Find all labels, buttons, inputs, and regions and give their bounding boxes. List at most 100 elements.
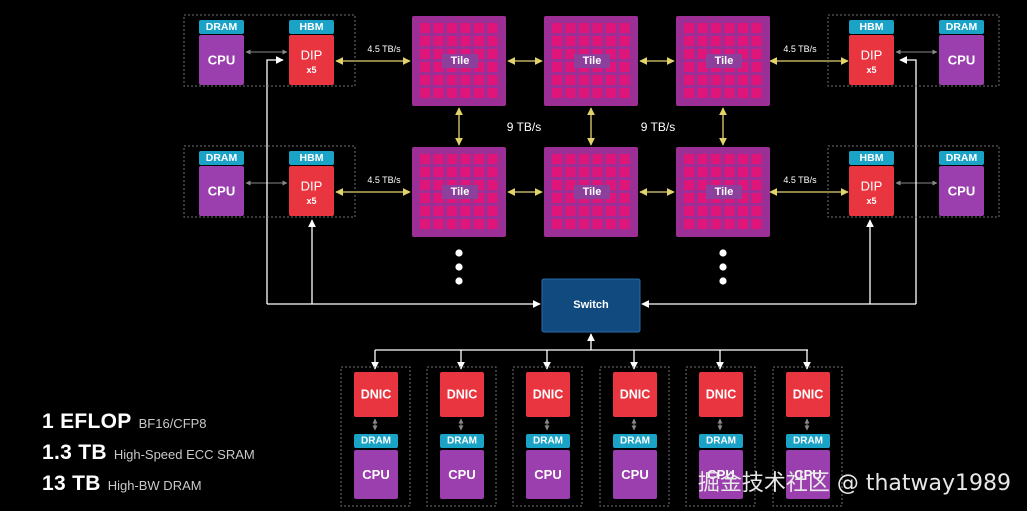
tile-1-1-core (565, 193, 576, 203)
host-right-0-cpu: CPU (939, 35, 984, 85)
dnic-node-1-cpu: CPU (440, 450, 484, 499)
dnic-node-3-dram: DRAM (613, 434, 657, 448)
host-left-0-dip-bg (289, 35, 334, 85)
tile-0-2-core (697, 88, 708, 98)
host-right-0-dram: DRAM (939, 20, 984, 34)
host-left-0-dip-label: DIP (301, 48, 323, 63)
host-right-0-hbm-bg (849, 20, 894, 34)
tile-1-2-core (711, 154, 721, 164)
tile-0-0-core (447, 23, 457, 33)
tile-1-2: Tile (676, 147, 770, 237)
host-left-1-dram-bg (199, 151, 244, 165)
tile-1-2-core (697, 193, 708, 203)
tile-1-2-core (738, 193, 748, 203)
tile-1-1-core (565, 154, 576, 164)
tile-0-0-core (433, 49, 444, 59)
tile-1-0-core (420, 167, 430, 177)
tile-0-2-core (684, 88, 694, 98)
tile-1-1-core (606, 180, 616, 190)
tile-0-2-core (724, 75, 735, 85)
tile-0-1-core (619, 36, 630, 46)
tile-1-2-core (684, 154, 694, 164)
tile-0-2-core (738, 75, 748, 85)
tile-0-0-core (433, 62, 444, 72)
tile-0-1-core (592, 88, 603, 98)
dnic-node-3-dnic-label: DNIC (620, 388, 651, 402)
host-right-0-dip-label: DIP (861, 48, 883, 63)
tile-0-0-core (460, 75, 471, 85)
tile-0-0-core (447, 75, 457, 85)
tile-0-2-core (711, 75, 721, 85)
host-left-1-hbm: HBM (289, 151, 334, 165)
tile-1-2-core (738, 206, 748, 216)
bw-dip-tile-right-0: 4.5 TB/s (783, 44, 817, 54)
tile-0-1-core (579, 23, 589, 33)
host-left-0-hbm-label: HBM (300, 21, 324, 33)
tile-1-1-core (592, 154, 603, 164)
tile-1-0-core (487, 154, 498, 164)
dnic-node-2-cpu: CPU (526, 450, 570, 499)
tile-0-2-core (751, 62, 762, 72)
tile-1-0-core (447, 167, 457, 177)
dnic-node-1-cpu-bg (440, 450, 484, 499)
switch: Switch (541, 278, 641, 333)
tile-0-1-core (552, 88, 562, 98)
tile-0-0-core (474, 88, 484, 98)
tile-0-2-label: Tile (715, 55, 734, 67)
host-left-1-cpu-bg (199, 166, 244, 216)
dnic-node-2-dnic-bg (526, 372, 570, 417)
tile-1-0-core (433, 167, 444, 177)
host-right-0-dram-bg (939, 20, 984, 34)
dnic-node-3-dnic-bg (613, 372, 657, 417)
host-right-1-dram-label: DRAM (946, 152, 978, 164)
tile-1-0-core (474, 219, 484, 229)
tile-1-2-core (684, 193, 694, 203)
dnic-node-0-dram-bg (354, 434, 398, 448)
tile-0-2-core (724, 36, 735, 46)
stat-dram: 13 TB High-BW DRAM (42, 472, 255, 503)
tile-1-0-core (433, 154, 444, 164)
dnic-node-1-dnic-label: DNIC (447, 388, 478, 402)
bw-dip-tile-right-1: 4.5 TB/s (783, 175, 817, 185)
tile-1-2-core (724, 206, 735, 216)
tile-1-2-core (738, 219, 748, 229)
dnic-node-0-dram: DRAM (354, 434, 398, 448)
dnic-node-4-cpu-label: CPU (707, 467, 734, 482)
tile-0-0: Tile (412, 16, 506, 106)
host-left-0-dip-mult: x5 (306, 65, 316, 75)
tile-0-0-core (420, 36, 430, 46)
dnic-node-4-cpu: CPU (699, 450, 743, 499)
tile-0-1-core (552, 62, 562, 72)
tile-1-0-core (460, 154, 471, 164)
link-switch-dip-left-0 (266, 56, 284, 304)
dnic-node-5-cpu-bg (786, 450, 830, 499)
tile-1-1-core (579, 167, 589, 177)
tile-0-2-core (684, 23, 694, 33)
tile-1-2-core (697, 219, 708, 229)
components: DRAMCPUHBMDIPx5DRAMCPUHBMDIPx5DRAMCPUHBM… (183, 14, 1000, 507)
tile-0-1-core (619, 49, 630, 59)
tile-1-2-core (751, 154, 762, 164)
host-right-1-hbm-label: HBM (860, 152, 884, 164)
host-right-0-cpu-bg (939, 35, 984, 85)
tile-1-2-core (711, 206, 721, 216)
dnic-node-1-dnic-bg (440, 372, 484, 417)
continuation-dot-1 (719, 249, 727, 257)
tile-1-0-core (447, 219, 457, 229)
tile-0-0-core (460, 23, 471, 33)
tile-1-1-core (552, 193, 562, 203)
tile-1-2-core (738, 180, 748, 190)
stat-sram-desc: High-Speed ECC SRAM (113, 447, 255, 462)
tile-0-2-core (751, 75, 762, 85)
dnic-node-4-dram: DRAM (699, 434, 743, 448)
tile-1-1-core (619, 219, 630, 229)
host-right-1-dram: DRAM (939, 151, 984, 165)
dnic-node-3-cpu-label: CPU (621, 467, 648, 482)
tile-1-1-core (592, 206, 603, 216)
tile-0-0-core (474, 62, 484, 72)
tile-0-1-core (606, 36, 616, 46)
stat-sram: 1.3 TB High-Speed ECC SRAM (42, 441, 255, 472)
tile-1-1-core (606, 154, 616, 164)
tile-1-1-core (606, 167, 616, 177)
tile-0-2-core (711, 88, 721, 98)
